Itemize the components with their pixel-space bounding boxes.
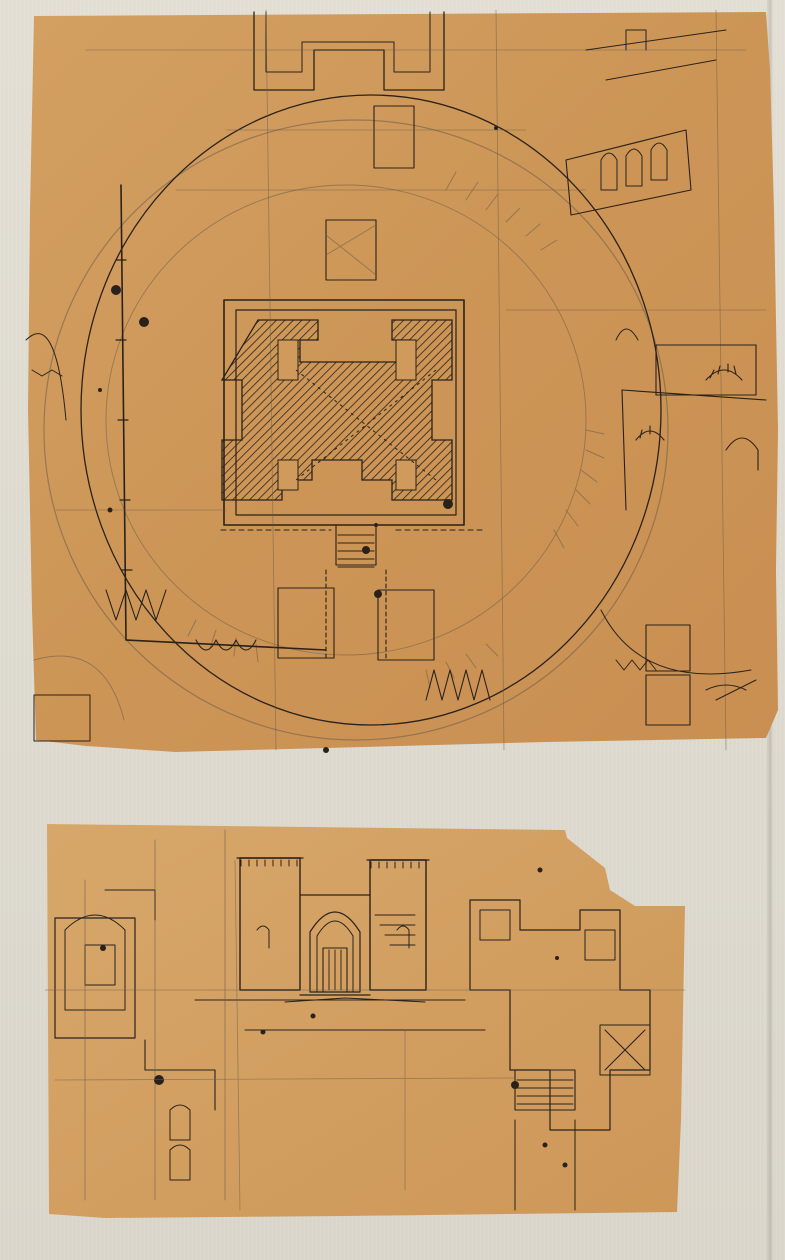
lower-paper bbox=[47, 824, 685, 1218]
outer-circle-sketch bbox=[43, 119, 669, 741]
lower-sketch-drawing bbox=[44, 824, 686, 1218]
lower-sketch-sheet bbox=[44, 820, 686, 1218]
right-plan bbox=[469, 867, 651, 1211]
left-plan-fragment bbox=[54, 829, 226, 1201]
ink-enclosure-circle bbox=[80, 94, 662, 726]
castle-plan bbox=[220, 299, 465, 526]
upper-sketch-sheet bbox=[25, 9, 778, 753]
upper-sketch-drawing bbox=[25, 9, 778, 753]
right-elevation-sketches bbox=[565, 29, 767, 726]
